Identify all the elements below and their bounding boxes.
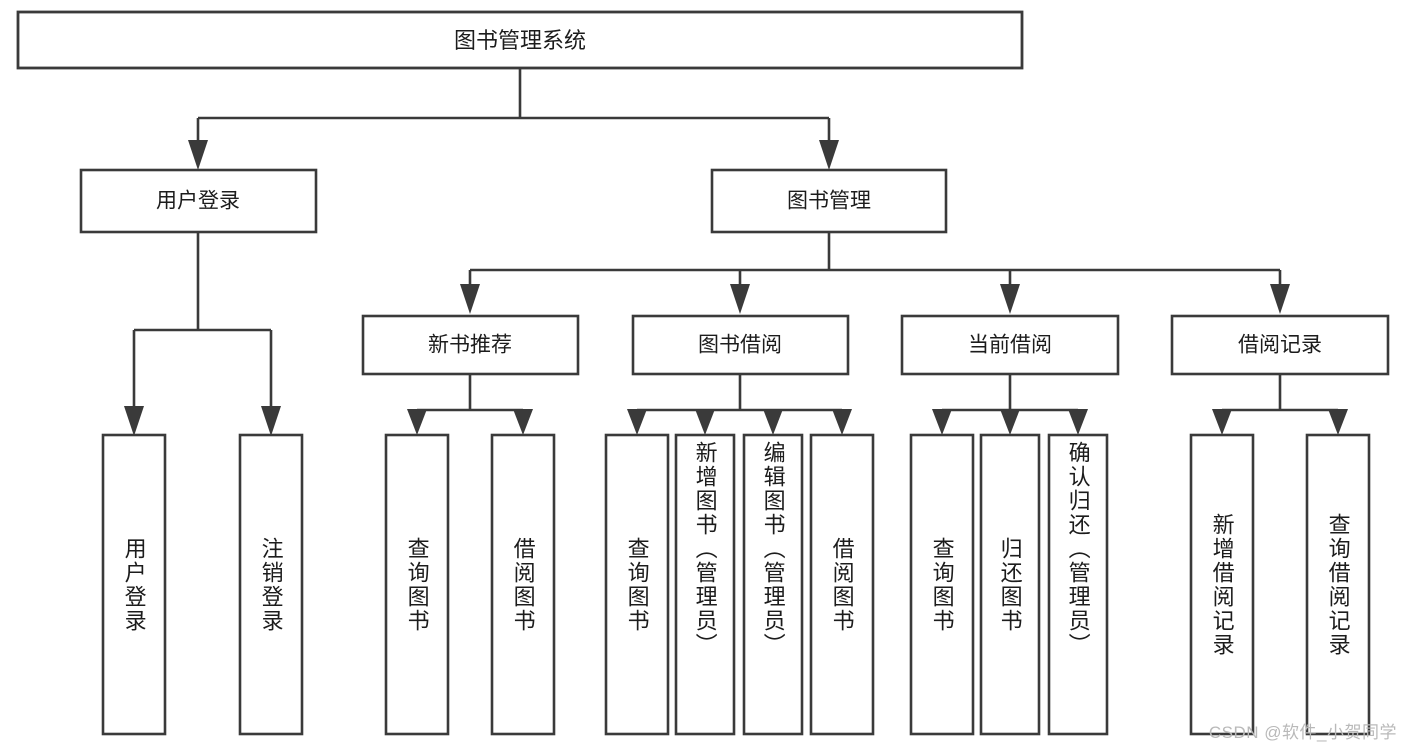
leaf-box-borrow-record-2[interactable] — [1305, 433, 1371, 736]
leaf-label-current-borrow-2: 归还图书 — [997, 536, 1023, 633]
node-root-label: 图书管理系统 — [454, 28, 586, 53]
leaf-label-book-borrow-1: 查询图书 — [624, 536, 650, 633]
leaf-box-user-login-2[interactable] — [238, 433, 304, 736]
leaf-box-current-borrow-2[interactable] — [979, 433, 1041, 736]
leaf-box-book-borrow-3[interactable] — [742, 433, 804, 736]
arrow-head-leaf-user-login-2 — [261, 406, 281, 436]
arrow-head-nb-1 — [407, 409, 427, 435]
leaf-box-user-login-1[interactable] — [101, 433, 167, 736]
arrow-head-br-1 — [1212, 409, 1232, 435]
node-root[interactable] — [16, 10, 1024, 70]
node-user-login-label: 用户登录 — [156, 190, 240, 213]
node-new-book-recommend-label: 新书推荐 — [428, 334, 512, 357]
leaf-label-new-book-2: 借阅图书 — [510, 536, 536, 633]
leaf-label-borrow-record-2: 查询借阅记录 — [1325, 512, 1351, 657]
leaf-box-book-borrow-2[interactable] — [674, 433, 736, 736]
leaf-box-new-book-1[interactable] — [384, 433, 450, 736]
arrow-head-borrow-record — [1270, 284, 1290, 314]
arrow-head-bb-3 — [763, 409, 783, 435]
arrow-head-user-login — [188, 140, 208, 170]
leaf-box-current-borrow-3[interactable] — [1047, 433, 1109, 736]
arrow-head-bb-1 — [627, 409, 647, 435]
arrow-head-cb-2 — [1000, 409, 1020, 435]
leaf-label-borrow-record-1: 新增借阅记录 — [1209, 512, 1235, 657]
arrow-head-leaf-user-login-1 — [124, 406, 144, 436]
node-book-manage-label: 图书管理 — [787, 190, 871, 213]
leaf-label-current-borrow-3: 确认归还（管理员） — [1065, 441, 1091, 657]
leaf-box-current-borrow-1[interactable] — [909, 433, 975, 736]
leaf-label-book-borrow-3: 编辑图书（管理员） — [760, 441, 786, 657]
node-new-book-recommend[interactable] — [361, 314, 580, 376]
node-current-borrow-label: 当前借阅 — [968, 334, 1052, 357]
node-book-borrow-label: 图书借阅 — [698, 334, 782, 357]
arrow-head-br-2 — [1328, 409, 1348, 435]
arrow-head-book-manage — [819, 140, 839, 170]
leaf-box-book-borrow-4[interactable] — [809, 433, 875, 736]
arrow-head-book-borrow — [730, 284, 750, 314]
leaf-label-user-login-2: 注销登录 — [258, 536, 284, 633]
leaf-label-book-borrow-4: 借阅图书 — [829, 536, 855, 633]
leaf-box-new-book-2[interactable] — [490, 433, 556, 736]
arrow-head-bb-4 — [832, 409, 852, 435]
leaf-label-new-book-1: 查询图书 — [404, 536, 430, 633]
arrow-head-current-borrow — [1000, 284, 1020, 314]
arrow-head-new-book — [460, 284, 480, 314]
arrow-head-nb-2 — [513, 409, 533, 435]
arrow-head-bb-2 — [695, 409, 715, 435]
leaf-label-user-login-1: 用户登录 — [121, 536, 147, 633]
csdn-watermark: CSDN @软件_小贺同学 — [1208, 723, 1397, 742]
leaf-label-current-borrow-1: 查询图书 — [929, 536, 955, 633]
node-borrow-record-label: 借阅记录 — [1238, 334, 1322, 357]
leaf-label-book-borrow-2: 新增图书（管理员） — [692, 441, 718, 657]
leaf-box-book-borrow-1[interactable] — [604, 433, 670, 736]
node-book-manage[interactable] — [710, 168, 948, 234]
arrow-head-cb-1 — [932, 409, 952, 435]
arrow-head-cb-3 — [1068, 409, 1088, 435]
node-book-borrow[interactable] — [631, 314, 850, 376]
node-borrow-record[interactable] — [1170, 314, 1390, 376]
leaf-box-borrow-record-1[interactable] — [1189, 433, 1255, 736]
